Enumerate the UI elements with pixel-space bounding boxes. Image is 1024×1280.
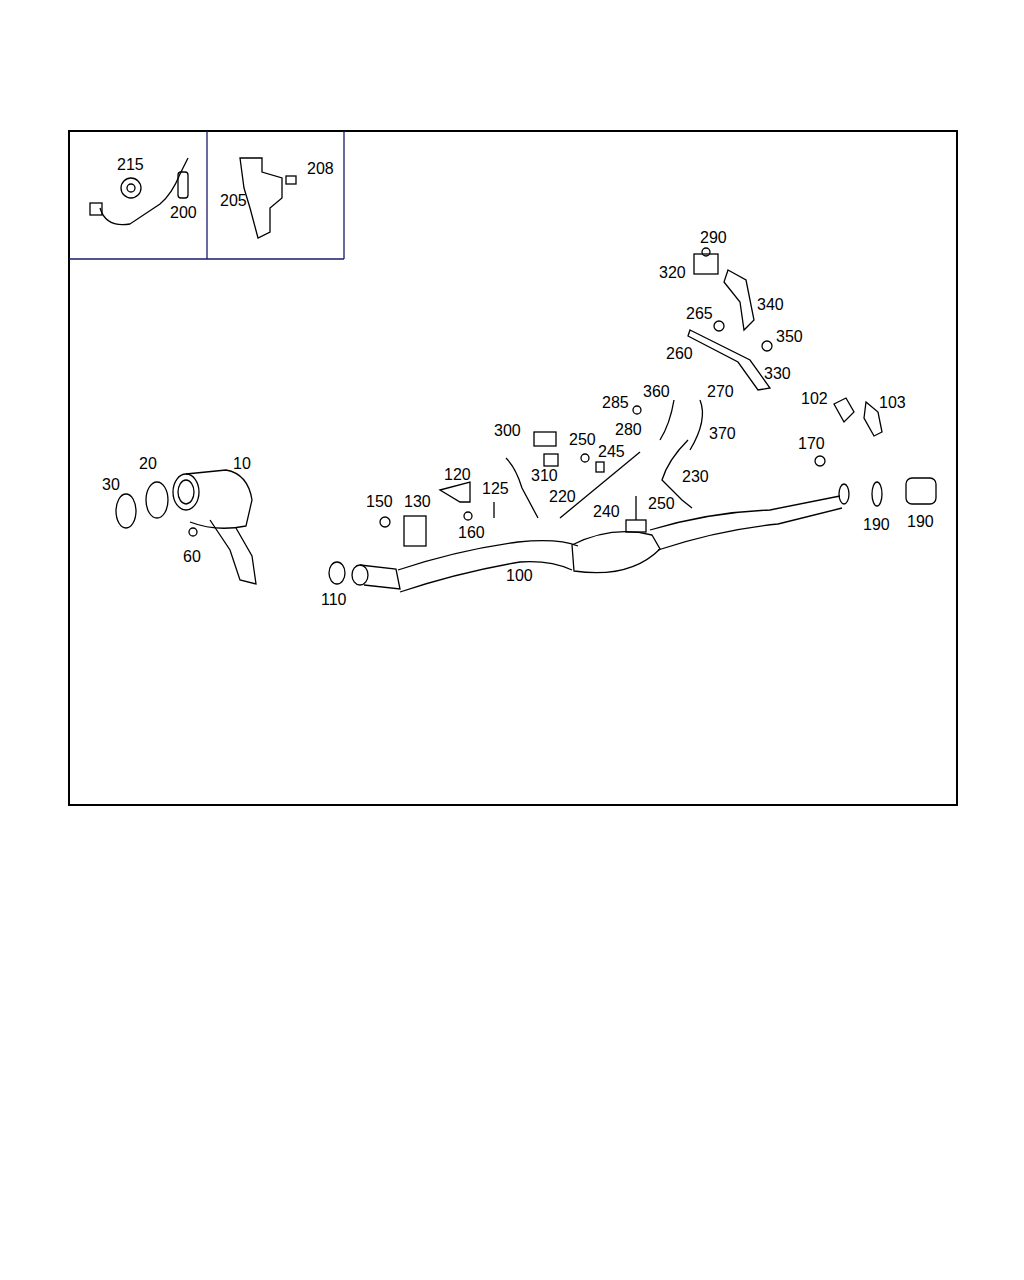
callout-number: 220 [549, 488, 576, 506]
callout-number: 240 [593, 503, 620, 521]
callout-number: 160 [458, 524, 485, 542]
callout-number: 265 [686, 305, 713, 323]
callout-number: 215 [117, 156, 144, 174]
callout-number: 280 [615, 421, 642, 439]
callout-number: 260 [666, 345, 693, 363]
callout-number: 170 [798, 435, 825, 453]
callout-number: 190 [907, 513, 934, 531]
callout-number: 30 [102, 476, 120, 494]
callout-number: 205 [220, 192, 247, 210]
callout-number: 350 [776, 328, 803, 346]
callout-number: 208 [307, 160, 334, 178]
callout-number: 285 [602, 394, 629, 412]
callout-number: 110 [321, 591, 347, 609]
callout-number: 330 [764, 365, 791, 383]
callout-number: 245 [598, 443, 625, 461]
callout-number: 10 [233, 455, 251, 473]
callout-number: 60 [183, 548, 201, 566]
callout-number: 190 [863, 516, 890, 534]
callout-number: 340 [757, 296, 784, 314]
callout-number: 250 [569, 431, 596, 449]
callout-number: 360 [643, 383, 670, 401]
callout-number: 290 [700, 229, 727, 247]
callout-number: 150 [366, 493, 393, 511]
callout-number: 120 [444, 466, 471, 484]
callout-number: 320 [659, 264, 686, 282]
callout-number: 300 [494, 422, 521, 440]
callout-number: 370 [709, 425, 736, 443]
callout-number: 270 [707, 383, 734, 401]
callout-number: 230 [682, 468, 709, 486]
callout-number: 250 [648, 495, 675, 513]
callout-number: 125 [482, 480, 509, 498]
callout-number: 20 [139, 455, 157, 473]
callout-number: 130 [404, 493, 431, 511]
callout-number: 103 [879, 394, 906, 412]
callout-number: 102 [801, 390, 828, 408]
callout-number: 100 [506, 567, 533, 585]
callout-number: 200 [170, 204, 197, 222]
callout-number: 310 [531, 467, 558, 485]
